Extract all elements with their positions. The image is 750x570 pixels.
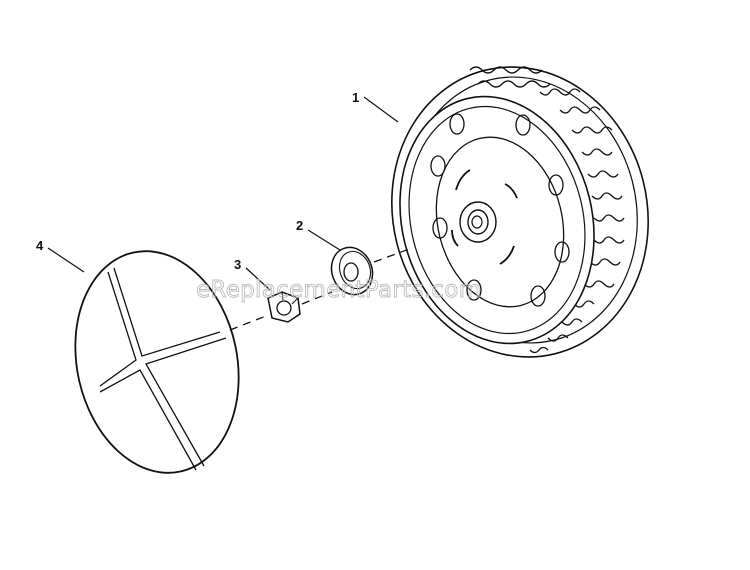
washer-hole <box>343 262 359 282</box>
leader-lines <box>47 96 399 291</box>
washer-lip <box>338 250 372 290</box>
wheel-axle-bore <box>471 215 483 229</box>
callout-4: 4 <box>36 238 44 253</box>
hex-nut-hole <box>276 300 292 316</box>
wheel-part <box>391 66 649 358</box>
hub-cap-part <box>74 250 240 474</box>
wheel-ribs <box>451 169 518 265</box>
wheel-face-rim <box>399 95 595 345</box>
washer-outer <box>330 246 374 296</box>
leader-line-3 <box>245 267 271 291</box>
watermark-text: eReplacementParts.com <box>196 277 481 303</box>
wheel-holes <box>430 113 570 307</box>
wheel-hub-outer <box>459 201 497 243</box>
hub-cap-spokes <box>99 267 227 471</box>
leader-line-2 <box>307 229 341 251</box>
wheel-hub-inner <box>467 209 489 235</box>
callout-3: 3 <box>234 257 241 272</box>
hex-nut-part <box>267 291 301 323</box>
washer-part <box>330 246 374 296</box>
tire-tread-pattern <box>469 66 625 354</box>
wheel-face-center-ring <box>435 136 565 308</box>
wheel-face-inner-rim <box>408 105 586 335</box>
leader-line-1 <box>363 96 399 123</box>
callout-1: 1 <box>352 90 359 105</box>
leader-line-4 <box>47 247 85 273</box>
callout-2: 2 <box>296 218 303 233</box>
hub-cap-outer <box>74 250 240 474</box>
axis-dashed-line <box>229 247 413 331</box>
